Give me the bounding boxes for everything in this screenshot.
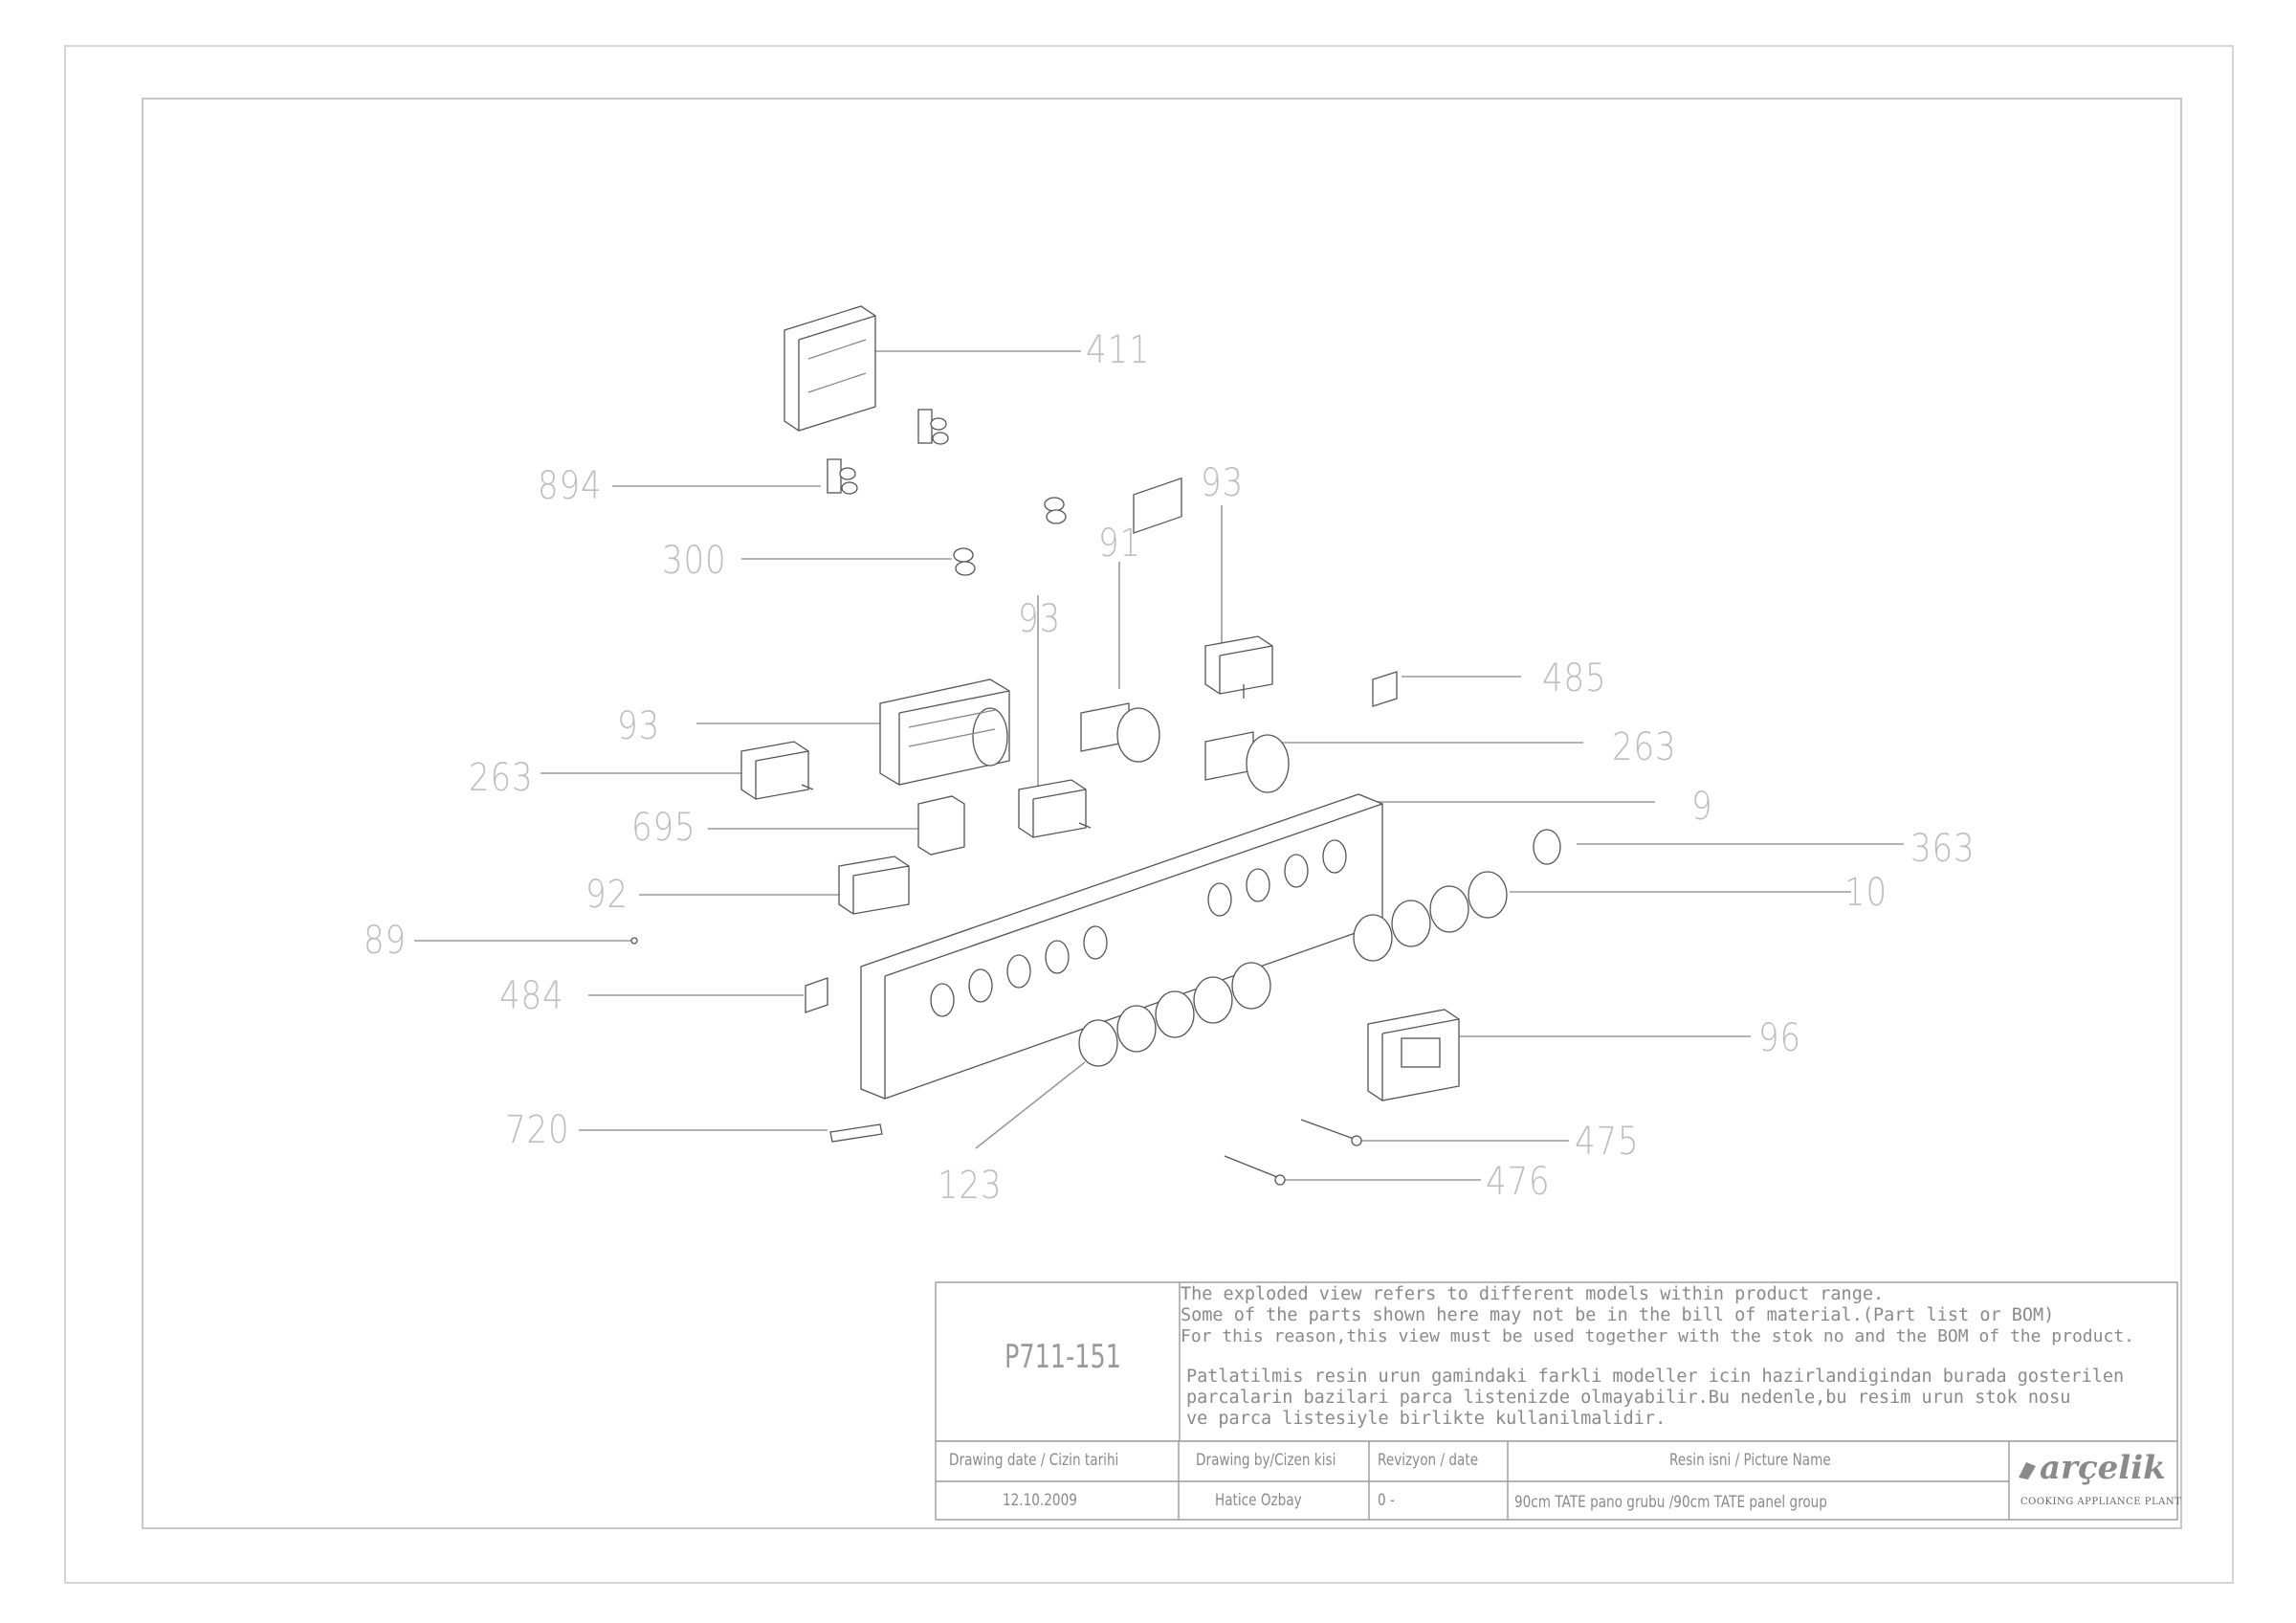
callout-484: 484 [499,974,564,1018]
brand-logo-icon [2017,1458,2036,1479]
callout-300: 300 [662,539,727,583]
inner-frame [142,98,2182,1529]
plant-name: COOKING APPLIANCE PLANT [2020,1497,2182,1507]
header-drawing-date: Drawing date / Cizin tarihi [949,1451,1119,1470]
callout-10: 10 [1844,871,1888,915]
callout-695: 695 [631,806,696,850]
callout-263-right: 263 [1612,725,1677,769]
header-revision: Revizyon / date [1378,1451,1479,1470]
callout-363: 363 [1910,827,1976,871]
callout-123: 123 [938,1164,1003,1208]
note-english-line-1: The exploded view refers to different mo… [1181,1284,1885,1304]
callout-720: 720 [505,1108,570,1152]
note-english-line-3: For this reason,this view must be used t… [1181,1326,2134,1346]
drawing-code: P711-151 [1004,1338,1121,1376]
title-block [935,1281,2178,1521]
leader-lines [414,350,1904,1181]
note-turkish-line-2: parcalarin bazilari parca listenizde olm… [1186,1388,2071,1408]
note-turkish-line-3: ve parca listesiyle birlikte kullanilmal… [1186,1409,1667,1429]
callout-894: 894 [538,464,603,508]
callout-92: 92 [585,873,629,917]
callout-93-left: 93 [617,704,660,748]
callout-485: 485 [1542,656,1607,700]
brand-logo: arçelik [2040,1449,2166,1487]
callout-96: 96 [1758,1016,1801,1060]
callout-93-top: 93 [1201,461,1244,505]
value-drawing-by: Hatice Ozbay [1215,1491,1302,1510]
parts [630,305,1561,1186]
note-english-line-2: Some of the parts shown here may not be … [1181,1305,2055,1325]
callout-89: 89 [364,919,407,963]
callout-411: 411 [1086,328,1151,372]
callout-263-left: 263 [469,756,534,800]
value-drawing-date: 12.10.2009 [1003,1491,1077,1510]
value-revision: 0 - [1378,1491,1395,1510]
header-picture-name: Resin isni / Picture Name [1669,1451,1831,1470]
callout-476: 476 [1486,1160,1551,1204]
callout-475: 475 [1575,1120,1640,1164]
value-picture-name: 90cm TATE pano grubu /90cm TATE panel gr… [1514,1493,1827,1512]
header-drawing-by: Drawing by/Cizen kisi [1196,1451,1336,1470]
outer-frame [64,45,2234,1584]
callout-9: 9 [1691,785,1713,829]
callout-93-middle: 93 [1018,597,1061,641]
note-turkish-line-1: Patlatilmis resin urun gamindaki farkli … [1186,1367,2125,1387]
callout-91: 91 [1098,522,1141,566]
